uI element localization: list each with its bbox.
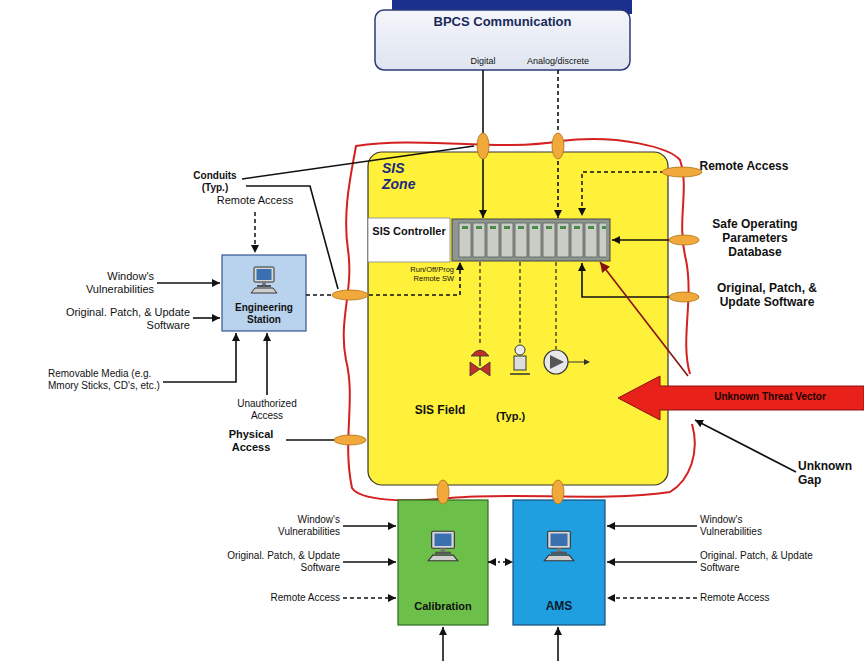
conduit-connector xyxy=(306,262,460,295)
computer-icon xyxy=(251,267,277,293)
sis-controller: SIS Controller xyxy=(368,218,610,262)
transmitter-symbol xyxy=(510,345,530,374)
threat-label: Original. Patch, & Update Software xyxy=(700,550,820,573)
controller-rack xyxy=(452,219,610,261)
zone-label: SIS Field xyxy=(414,404,466,418)
threat-label: Remote Access xyxy=(694,160,794,174)
computer-icon xyxy=(428,531,457,560)
threat-vector-arrow: Unknown Threat Vector xyxy=(618,376,864,420)
node-text: AMS xyxy=(513,600,605,614)
switch-label: Run/Off/Prog Remote SW xyxy=(388,266,454,283)
security-boundary xyxy=(344,139,695,500)
threat-label: Removable Media (e.g. Mmory Sticks, CD's… xyxy=(48,368,160,391)
bpcs-box xyxy=(375,10,630,70)
ams-station: AMS xyxy=(513,500,605,625)
threat-label: Remote Access xyxy=(210,194,300,207)
node-text: Analog/discrete xyxy=(513,56,603,66)
pump-symbol xyxy=(544,350,590,374)
threat-label: Window's Vulnerabilities xyxy=(250,514,340,537)
node-text: Unknown Threat Vector xyxy=(680,391,860,403)
bpcs-box: BPCS CommunicationDigital Analog/discrete xyxy=(375,10,630,70)
threat-label: Original, Patch, & Update Software xyxy=(702,282,832,310)
threat-label: Safe Operating Parameters Database xyxy=(696,218,814,259)
conduit xyxy=(332,133,702,504)
ams-box xyxy=(513,500,605,625)
threat-label: Remote Access xyxy=(240,592,340,604)
threat-arrow xyxy=(618,376,864,420)
input-arrows xyxy=(157,146,796,661)
node-text: BPCS Communication xyxy=(425,15,580,30)
field-wiring xyxy=(480,262,556,349)
threat-label: Original. Patch, & Update Software xyxy=(50,306,190,331)
node-text: SIS Controller xyxy=(370,225,448,238)
calibration-box xyxy=(398,500,488,625)
threat-label: Window's Vulnerabilities xyxy=(70,270,154,295)
callout-label: Conduits (Typ.) xyxy=(186,170,244,193)
conduit-connector xyxy=(488,561,513,563)
threat-label: Original. Patch, & Update Software xyxy=(220,550,340,573)
sis-zone-box xyxy=(368,152,668,485)
engineering-station: Engineering Station xyxy=(222,255,306,331)
engineering-station-box xyxy=(222,255,306,331)
computer-icon xyxy=(544,531,573,560)
zone-label: (Typ.) xyxy=(496,410,536,423)
conduit-connector xyxy=(600,262,688,376)
calibration-station: Calibration xyxy=(398,500,488,625)
controller-cards xyxy=(458,222,606,258)
threat-label: Window's Vulnerabilities xyxy=(700,514,800,537)
valve-symbol xyxy=(470,350,490,376)
node-text: Calibration xyxy=(398,600,488,613)
threat-label: Physical Access xyxy=(220,428,282,453)
gap-label: Unknown Gap xyxy=(798,460,860,488)
node-text: Engineering Station xyxy=(224,302,304,325)
threat-label: Unauthorized Access xyxy=(236,398,298,421)
threat-label: Remote Access xyxy=(700,592,800,604)
sis-zone: SIS Controller SIS Zone xyxy=(368,152,668,485)
node-text: SIS Zone xyxy=(382,160,426,192)
controller-label-box xyxy=(368,218,450,262)
node-text: Digital xyxy=(458,56,508,66)
